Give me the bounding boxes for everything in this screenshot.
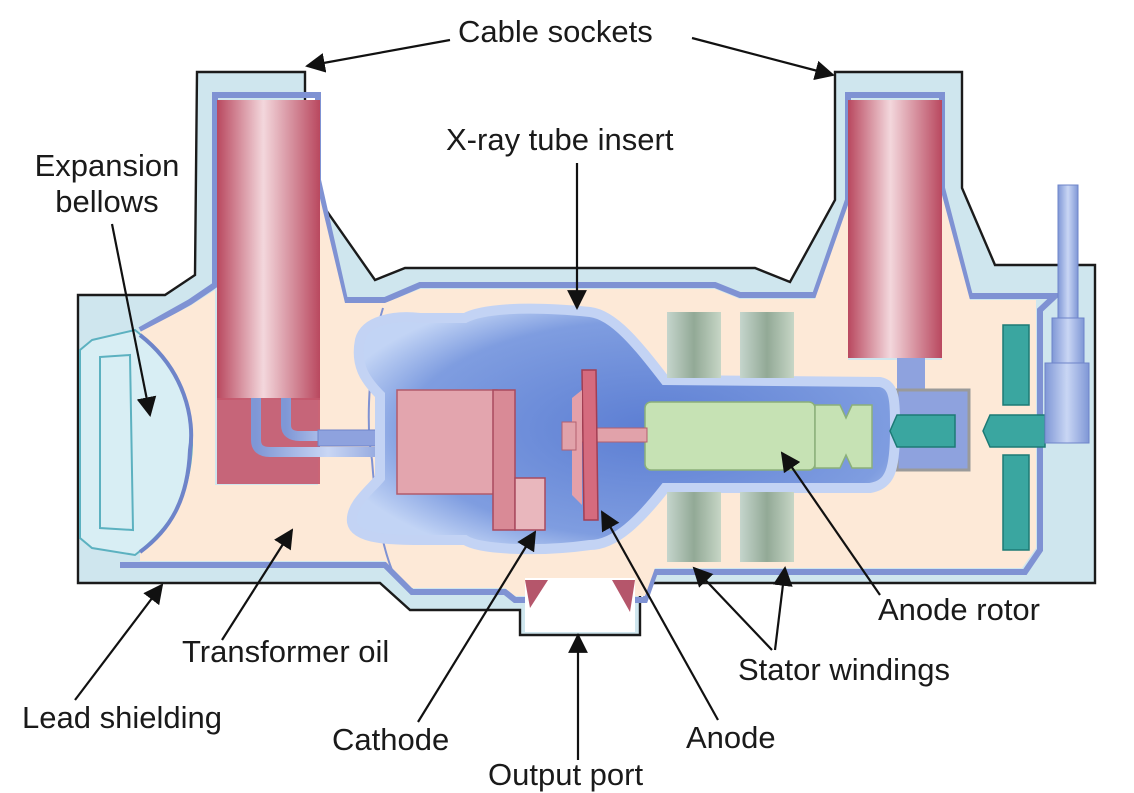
left-cable-socket bbox=[217, 100, 320, 400]
label-expansion-line1: Expansion bbox=[34, 148, 180, 183]
label-bellows-line2: bellows bbox=[55, 183, 159, 219]
stator-winding-top-2 bbox=[740, 312, 794, 378]
label-anode: Anode bbox=[686, 720, 776, 755]
label-cathode: Cathode bbox=[332, 722, 450, 757]
stator-winding-top-1 bbox=[667, 312, 721, 378]
bellows-membrane bbox=[138, 333, 194, 554]
cathode-body bbox=[396, 389, 498, 495]
anode-disk bbox=[581, 369, 599, 521]
label-output-port: Output port bbox=[488, 757, 644, 792]
label-anode-rotor: Anode rotor bbox=[878, 592, 1040, 627]
bellows-inner-fold bbox=[99, 353, 135, 532]
label-lead-shielding: Lead shielding bbox=[22, 700, 222, 735]
stator-winding-bottom-1 bbox=[667, 492, 721, 562]
label-xray-tube-insert: X-ray tube insert bbox=[446, 122, 674, 157]
label-cable-sockets: Cable sockets bbox=[458, 14, 653, 49]
label-stator-windings: Stator windings bbox=[738, 652, 950, 687]
output-port bbox=[525, 578, 635, 632]
label-expansion-bellows: Expansion bellows bbox=[22, 148, 192, 219]
stator-winding-bottom-2 bbox=[740, 492, 794, 562]
label-transformer-oil: Transformer oil bbox=[182, 634, 390, 669]
anode-rotor bbox=[644, 401, 816, 471]
right-cable-socket bbox=[848, 100, 942, 358]
